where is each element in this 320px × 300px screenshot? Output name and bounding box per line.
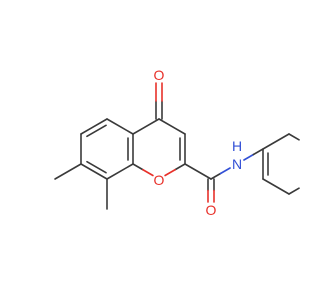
amide-nitrogen-label: N [232, 156, 242, 172]
bond-line [132, 118, 160, 135]
molecule-structure-diagram: O O O NH [54, 67, 300, 218]
amide-n-bond [210, 172, 222, 180]
ring-ether-bond [174, 163, 186, 171]
amide-n-bond [219, 167, 231, 175]
aromatic-inner-bond [86, 160, 107, 174]
aryl-n-bond [252, 148, 264, 156]
ketone-oxygen-label: O [154, 67, 165, 83]
ring-ether-bond [142, 168, 154, 177]
bond-line [106, 163, 134, 180]
ring-oxygen-label: O [154, 172, 165, 188]
bond-line [106, 118, 134, 135]
bond-line [262, 133, 290, 150]
bond-line [158, 118, 186, 135]
methyl-bond [54, 163, 82, 180]
bond-line [80, 118, 108, 135]
ring-ether-bond [132, 163, 144, 171]
amide-bond [184, 163, 212, 180]
amide-hydrogen-label: H [232, 138, 242, 154]
bond-line [288, 187, 300, 195]
ring-ether-bond [164, 168, 176, 177]
bond-line [262, 178, 290, 195]
bond-line [80, 163, 108, 180]
aromatic-inner-bond [86, 124, 107, 138]
amide-oxygen-label: O [206, 202, 217, 218]
aryl-n-bond [243, 153, 255, 161]
bond-line [288, 133, 300, 141]
